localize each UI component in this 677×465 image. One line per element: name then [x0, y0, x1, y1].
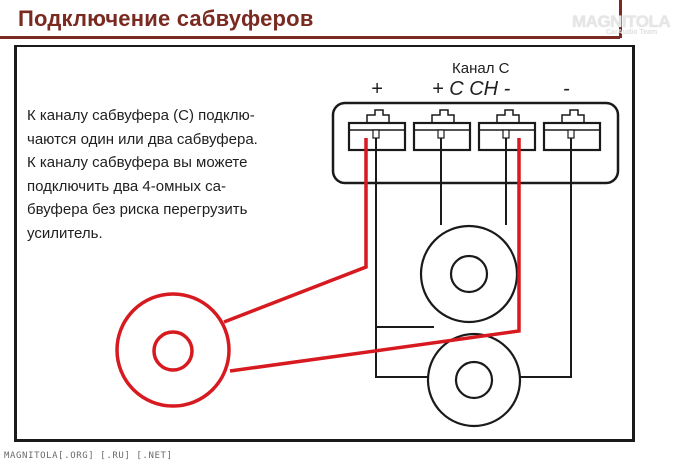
- page-title: Подключение сабвуферов: [18, 6, 314, 31]
- description-line: К каналу сабвуфера вы можете: [27, 154, 248, 171]
- header-divider: [619, 0, 622, 38]
- description-line: подключить два 4-омных са-: [27, 177, 226, 195]
- dual-sub-wiring: [375, 138, 572, 378]
- terminal-minus-label: -: [563, 78, 570, 100]
- subwoofer-single-red: [115, 292, 231, 408]
- terminal-plus-label: +: [371, 78, 383, 100]
- title-underline: [0, 36, 620, 39]
- description-line: бвуфера без риска перегрузить: [27, 201, 248, 218]
- subwoofer-lower: [426, 332, 522, 428]
- description-line: чаются один или два сабвуфера.: [27, 130, 258, 148]
- single-sub-wiring: [223, 138, 521, 373]
- description-line: усилитель.: [27, 224, 103, 242]
- channel-terminal-label: + C CH -: [432, 78, 511, 100]
- description-line: К каналу сабвуфера (С) подклю-: [27, 107, 255, 124]
- logo-text: MAGNITOLA: [572, 12, 671, 31]
- subwoofer-upper: [419, 224, 519, 324]
- frame-top-border: [14, 45, 635, 47]
- channel-title: Канал C: [452, 60, 510, 77]
- description-text: К каналу сабвуфера (С) подклю- чаются од…: [27, 104, 327, 245]
- terminal-1: [347, 109, 407, 152]
- terminal-2: [412, 109, 472, 152]
- logo-subtext: CarAudio Team: [606, 29, 658, 36]
- diagram-frame: [14, 45, 635, 442]
- magnitola-logo: MAGNITOLA CarAudio Team: [572, 12, 671, 42]
- footer-watermark: MAGNITOLA[.ORG] [.RU] [.NET]: [4, 451, 173, 461]
- header: Подключение сабвуферов MAGNITOLA CarAudi…: [0, 0, 677, 40]
